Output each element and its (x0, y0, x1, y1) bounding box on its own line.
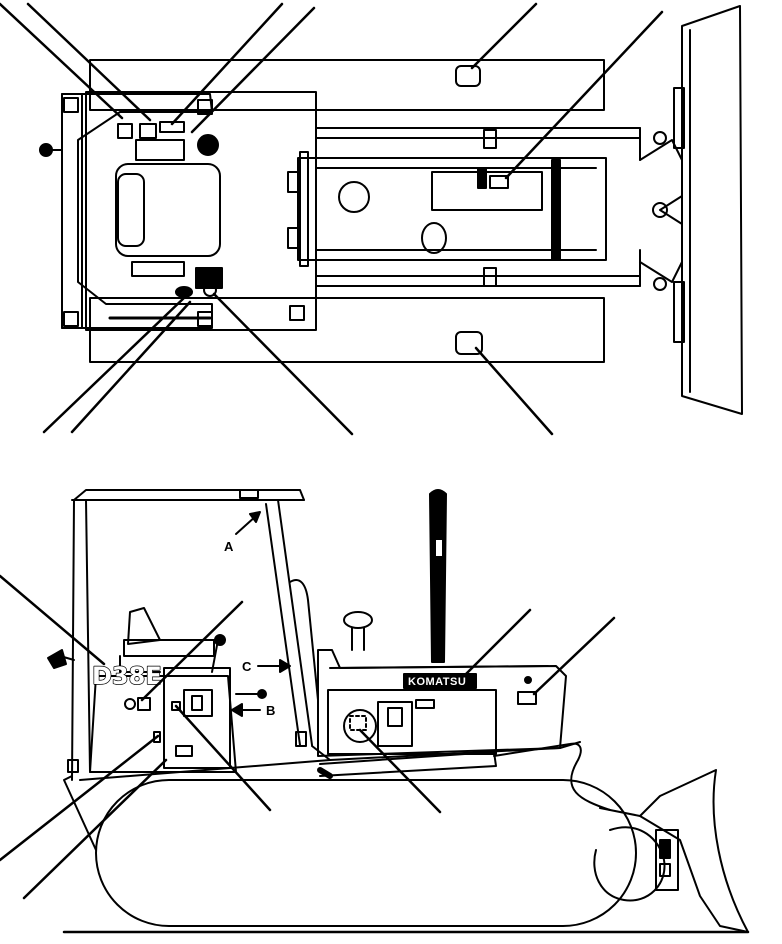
arrow-c: C (242, 659, 291, 674)
brand-plate (403, 673, 477, 689)
side-engine-hood: KOMATSU (317, 489, 567, 757)
arrow-label-a: A (224, 539, 234, 554)
side-view: KOMATSU D38E A B (0, 489, 750, 934)
side-callout-leaders (0, 574, 616, 900)
side-frame (79, 741, 611, 811)
top-callout-leaders (0, 2, 664, 436)
arrow-b: B (231, 703, 275, 718)
top-track-upper (89, 59, 605, 111)
side-decal-lower (175, 745, 193, 757)
push-arms (315, 127, 641, 287)
side-seat (119, 607, 226, 673)
blade-top (639, 5, 743, 415)
rops-cab (47, 489, 319, 781)
top-view (0, 2, 743, 436)
side-track (63, 767, 637, 927)
side-decal-hood (415, 699, 435, 709)
hood-decal (489, 175, 509, 189)
track-decal-lower (455, 331, 483, 355)
side-decal-left (137, 697, 151, 711)
side-decal-rear (517, 691, 537, 705)
arrow-label-c: C (242, 659, 252, 674)
cab-top (39, 91, 317, 331)
hood-side-panel (327, 689, 497, 755)
brand-text: KOMATSU (408, 676, 466, 688)
arrow-label-b: B (266, 703, 275, 718)
track-decal-upper (455, 65, 481, 87)
engine-hood-top (287, 151, 607, 267)
operator-seat-top (115, 163, 221, 257)
arrow-a: A (224, 511, 261, 554)
model-text: D38E (92, 662, 162, 690)
side-blade (593, 769, 749, 933)
side-decal-small (171, 701, 181, 711)
side-panel-box (163, 667, 231, 769)
exhaust-stack (429, 489, 447, 663)
top-exhaust-cap (39, 143, 53, 157)
side-round-decal (343, 709, 377, 743)
